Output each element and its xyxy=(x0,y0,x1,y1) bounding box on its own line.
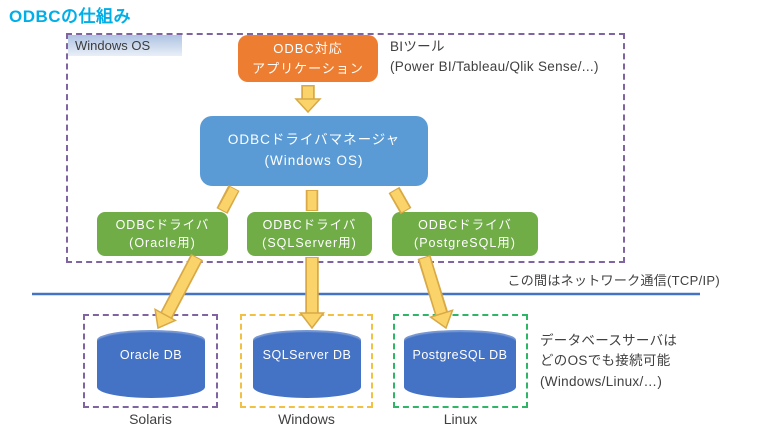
driver-node-postgresql: ODBCドライバ (PostgreSQL用) xyxy=(392,212,538,256)
db-access-note: データベースサーバは どのOSでも接続可能 (Windows/Linux/…) xyxy=(540,331,765,392)
odbc-application-label-line2: アプリケーション xyxy=(252,60,364,76)
db-cylinder-postgresql: PostgreSQL DB xyxy=(404,330,516,398)
db-frame-solaris xyxy=(83,314,218,408)
db-access-note-line1: データベースサーバは xyxy=(540,333,678,348)
db-os-label-solaris: Solaris xyxy=(129,411,172,427)
odbc-application-node: ODBC対応 アプリケーション xyxy=(238,35,378,82)
db-os-label-linux: Linux xyxy=(443,411,478,427)
db-frame-linux xyxy=(393,314,528,408)
windows-os-boundary-frame xyxy=(66,33,625,263)
driver-node-sqlserver: ODBCドライバ (SQLServer用) xyxy=(247,212,372,256)
driver-node-oracle: ODBCドライバ (Oracle用) xyxy=(97,212,228,256)
postgresql-db-label-line1: PostgreSQL xyxy=(412,348,486,362)
db-cylinder-oracle-label: Oracle DB xyxy=(97,346,205,364)
db-cylinder-postgresql-label: PostgreSQL DB xyxy=(404,346,516,364)
db-cylinder-oracle: Oracle DB xyxy=(97,330,205,398)
driver-postgresql-label-line1: ODBCドライバ xyxy=(418,217,512,232)
oracle-db-label-line2: DB xyxy=(163,348,183,362)
driver-manager-label-line2: (Windows OS) xyxy=(264,153,364,168)
db-cylinder-oracle-top xyxy=(97,330,205,350)
driver-manager-label-line1: ODBCドライバマネージャ xyxy=(227,132,401,148)
oracle-db-label-line1: Oracle xyxy=(119,348,160,362)
odbc-application-label-line1: ODBC対応 xyxy=(273,41,343,56)
db-cylinder-sqlserver-top xyxy=(253,330,361,350)
sqlserver-db-label-line1: SQLServer xyxy=(262,348,329,362)
page-title: ODBCの仕組み xyxy=(9,7,132,26)
db-access-note-line3: (Windows/Linux/…) xyxy=(540,373,663,389)
network-note: この間はネットワーク通信(TCP/IP) xyxy=(507,273,720,288)
driver-sqlserver-label-line1: ODBCドライバ xyxy=(262,217,357,232)
odbc-driver-manager-node: ODBCドライバマネージャ (Windows OS) xyxy=(200,116,428,186)
driver-oracle-label-line1: ODBCドライバ xyxy=(115,217,210,232)
sqlserver-db-label-line2: DB xyxy=(332,348,352,362)
db-cylinder-postgresql-top xyxy=(404,330,516,350)
db-cylinder-sqlserver-label: SQLServer DB xyxy=(253,346,361,364)
driver-sqlserver-label-line2: (SQLServer用) xyxy=(262,236,357,250)
bi-tools-note-line1: BIツール xyxy=(390,39,445,54)
db-cylinder-sqlserver: SQLServer DB xyxy=(253,330,361,398)
driver-oracle-label-line2: (Oracle用) xyxy=(129,236,196,250)
db-os-label-windows: Windows xyxy=(278,411,335,427)
postgresql-db-label-line2: DB xyxy=(489,348,508,362)
bi-tools-note: BIツール (Power BI/Tableau/Qlik Sense/...) xyxy=(390,37,622,78)
windows-os-boundary-label: Windows OS xyxy=(68,35,182,56)
db-access-note-line2: どのOSでも接続可能 xyxy=(540,353,671,369)
driver-postgresql-label-line2: (PostgreSQL用) xyxy=(414,236,516,250)
bi-tools-note-line2: (Power BI/Tableau/Qlik Sense/...) xyxy=(390,59,599,75)
